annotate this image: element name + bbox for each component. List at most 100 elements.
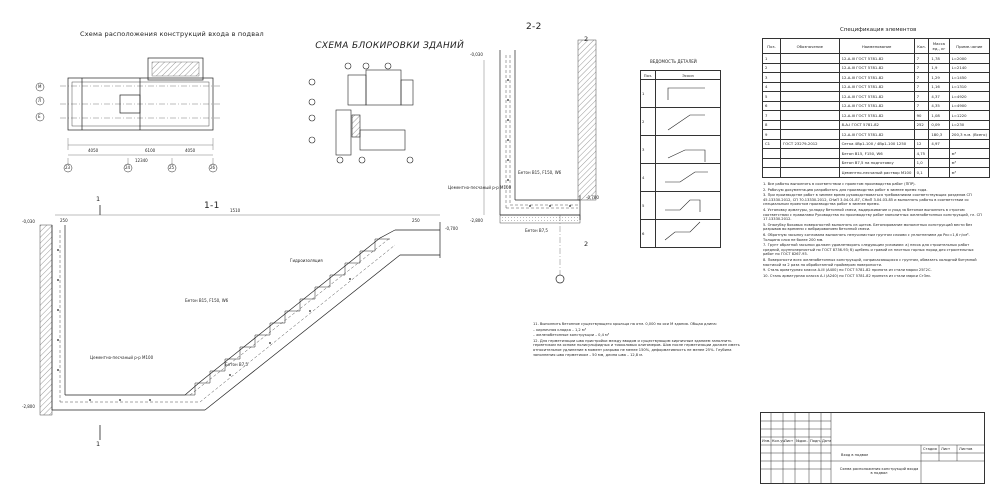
section-2-2-label-mortar: Цементно-песчаный р-р М100	[448, 185, 512, 190]
spec-cell-note	[948, 138, 990, 149]
details-row-1: 1	[640, 79, 656, 108]
spec-cell-pos: 3	[762, 72, 781, 83]
spec-cell-des	[779, 100, 840, 111]
section-1-1-rebar-dots	[57, 249, 351, 401]
plan-axis-e: Е	[38, 114, 41, 119]
plan-axis-25: 25	[169, 165, 175, 170]
spec-cell-mass	[928, 148, 950, 159]
spec-cell-des	[779, 157, 840, 168]
section-1-1-label-concrete: Бетон В15, F150, W6	[185, 298, 229, 303]
note-item: 6. Обратную засыпку котлована выполнять …	[763, 232, 970, 242]
note-item: 8. Поверхности всех железобетонных конст…	[763, 257, 977, 267]
details-row-2: 2	[640, 107, 656, 136]
spec-cell-des	[779, 91, 840, 102]
section-mark-2-top: 2	[584, 35, 589, 43]
section-1-1	[39, 205, 441, 440]
spec-cell-des	[779, 62, 840, 73]
spec-header-mass: Масса ед., кг	[928, 38, 950, 54]
stamp-cell-date: Дата	[822, 439, 832, 443]
spec-cell-qty: 90	[913, 110, 930, 121]
plan-axis-26: 26	[210, 165, 216, 170]
section-1-1-label-mortar: Цементно-песчаный р-р М100	[90, 355, 154, 360]
spec-cell-pos	[762, 148, 781, 159]
plan-view	[60, 57, 220, 165]
section-1-1-dim-2: 1510	[230, 208, 241, 213]
section-mark-2-bottom: 2	[584, 240, 589, 248]
details-header-pos: Поз.	[640, 70, 656, 80]
spec-cell-mass: 4,35	[928, 100, 950, 111]
spec-cell-note: м³	[948, 157, 990, 168]
stamp-sheets-label: Листов	[959, 447, 973, 451]
plan-axis-24: 24	[125, 165, 131, 170]
note-item: 3. При производстве работ в зимнее время…	[763, 193, 972, 207]
spec-cell-name: 12-A-III ГОСТ 5781-82	[838, 81, 915, 92]
spec-cell-qty	[913, 129, 930, 140]
spec-cell-des	[779, 129, 840, 140]
stamp-cell-doc: №док.	[796, 439, 808, 443]
plan-dim-total: 12340	[135, 158, 148, 163]
section-1-1-label-lean: Бетон В7,5	[225, 362, 248, 367]
section-2-2-label-lean: Бетон В7,5	[525, 228, 548, 233]
spec-cell-pos: С1	[762, 138, 781, 149]
spec-cell-name: 12-A-III ГОСТ 5781-82	[838, 100, 915, 111]
title-block: Изм. Кол.уч. Лист №док. Подп. Дата Стади…	[760, 412, 985, 484]
note-item: 10. Сталь арматурная класса А-I (А240) п…	[763, 273, 932, 278]
spec-cell-qty: 12	[913, 138, 930, 149]
details-table: Поз. Эскиз 1 2 3 4 5 6	[640, 70, 721, 248]
spec-cell-note: L=1220	[948, 110, 990, 121]
spec-cell-note: L=2000	[948, 53, 990, 64]
section-1-1-dim-3: 250	[412, 218, 420, 223]
note-item: 1. Все работы выполнять в соответствии с…	[763, 182, 916, 186]
spec-cell-des: ГОСТ 23279-2012	[779, 138, 840, 149]
plan-axis-23: 23	[65, 165, 71, 170]
spec-cell-pos: 7	[762, 110, 781, 121]
spec-cell-note: L=4920	[948, 91, 990, 102]
spec-cell-des	[779, 110, 840, 121]
section-2-2-elev-mid: -0,700	[586, 195, 599, 200]
spec-cell-qty: 7	[913, 53, 930, 64]
stamp-cell-change: Изм.	[762, 439, 771, 443]
spec-cell-qty: 1,0	[913, 157, 930, 168]
details-row-3: 3	[640, 135, 656, 164]
spec-cell-name: Бетон В15, F150, W6	[838, 148, 915, 159]
spec-cell-mass: 4,97	[928, 138, 950, 149]
title-basement-entry-layout: Схема расположения конструкций входа в п…	[80, 30, 264, 38]
plan-axis-l: Л	[38, 98, 42, 103]
spec-cell-name: Бетон В7,5 на подготовку	[838, 157, 915, 168]
section-2-2-elev-top: -0,030	[470, 52, 483, 57]
spec-cell-note: L=1450	[948, 72, 990, 83]
spec-cell-note: L=1310	[948, 81, 990, 92]
note-item: 5. Опалубку боковых поверхностей выполня…	[763, 222, 973, 232]
spec-cell-des	[779, 53, 840, 64]
spec-cell-qty: 7	[913, 72, 930, 83]
spec-cell-name: 8-A-I ГОСТ 5781-82	[838, 119, 915, 130]
spec-cell-des	[779, 81, 840, 92]
title-section-1-1: 1-1	[204, 201, 220, 211]
spec-cell-name: 12-A-III ГОСТ 5781-82	[838, 53, 915, 64]
spec-cell-mass: 4,37	[928, 91, 950, 102]
spec-cell-mass: 1,9	[928, 62, 950, 73]
spec-cell-qty: 7	[913, 81, 930, 92]
stamp-cell-sheet: Лист	[784, 439, 794, 443]
spec-cell-note: L=4900	[948, 100, 990, 111]
stamp-drawing-title: Схема расположения конструкций входа в п…	[839, 467, 919, 475]
spec-cell-qty: 7	[913, 62, 930, 73]
section-1-1-label-waterproofing: Гидроизоляция	[290, 258, 323, 263]
title-block-grid	[761, 413, 984, 483]
title-details-sheet: ВЕДОМОСТЬ ДЕТАЛЕЙ	[650, 59, 697, 64]
note-item: 2. Рабочую документацию разработать для …	[763, 187, 928, 192]
block-scheme	[308, 62, 414, 164]
details-row-4: 4	[640, 163, 656, 192]
note-item: – кирпичная кладка – 1,2 м³	[533, 327, 587, 332]
